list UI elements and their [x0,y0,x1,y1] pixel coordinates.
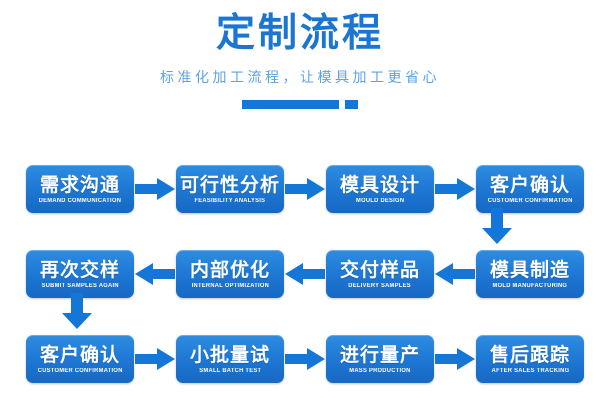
flow-step-mass-production[interactable]: 进行量产 MASS PRODUCTION [326,335,434,383]
arrow-right-icon [434,177,476,201]
flow-step-label-cn: 模具制造 [489,259,570,281]
flow-step-customer-confirmation-1[interactable]: 客户确认 CUSTOMER CONFIRMATION [476,165,584,213]
flow-step-label-en: CUSTOMER CONFIRMATION [37,368,123,375]
arrow-right-icon [284,347,326,371]
flow-step-label-en: MOULD DESIGN [355,198,405,205]
arrow-right-icon [434,347,476,371]
flow-row-3: 客户确认 CUSTOMER CONFIRMATION 小批量试 SMALL BA… [0,334,600,384]
arrow-left-icon [434,262,476,286]
flow-step-label-cn: 模具设计 [339,174,420,196]
flow-step-after-sales-tracking[interactable]: 售后跟踪 AFTER SALES TRACKING [476,335,584,383]
flow-step-label-en: DEMAND COMMUNICATION [38,198,122,205]
flow-step-customer-confirmation-2[interactable]: 客户确认 CUSTOMER CONFIRMATION [26,335,134,383]
page-title: 定制流程 [215,12,384,55]
header-divider [0,99,600,109]
flow-step-label-cn: 交付样品 [339,259,420,281]
process-flow-diagram: 需求沟通 DEMAND COMMUNICATION 可行性分析 FEASIBIL… [0,158,600,398]
divider-dot [345,99,358,109]
flow-step-demand-communication[interactable]: 需求沟通 DEMAND COMMUNICATION [26,165,134,213]
flow-step-delivery-samples[interactable]: 交付样品 DELIVERY SAMPLES [326,250,434,298]
arrow-right-icon [134,177,176,201]
flow-step-feasibility-analysis[interactable]: 可行性分析 FEASIBILITY ANALYSIS [176,165,284,213]
flow-step-label-en: INTERNAL OPTIMIZATION [191,283,269,290]
flow-step-label-cn: 客户确认 [39,344,120,366]
flow-step-label-cn: 进行量产 [339,344,420,366]
flow-step-label-cn: 需求沟通 [39,174,120,196]
arrow-down-icon [482,208,512,244]
flow-step-label-cn: 可行性分析 [179,174,280,196]
flow-step-label-en: DELIVERY SAMPLES [348,283,412,290]
flow-row-1: 需求沟通 DEMAND COMMUNICATION 可行性分析 FEASIBIL… [0,164,600,214]
flow-row-2: 再次交样 SUBMIT SAMPLES AGAIN 内部优化 INTERNAL … [0,249,600,299]
flow-step-label-en: AFTER SALES TRACKING [491,368,569,375]
flow-step-label-en: SUBMIT SAMPLES AGAIN [41,283,119,290]
flow-step-mould-design[interactable]: 模具设计 MOULD DESIGN [326,165,434,213]
page-header: 定制流程 标准化加工流程，让模具加工更省心 [0,0,600,109]
arrow-left-icon [134,262,176,286]
flow-step-label-cn: 再次交样 [39,259,120,281]
page-subtitle: 标准化加工流程，让模具加工更省心 [160,68,440,85]
flow-step-label-cn: 内部优化 [189,259,270,281]
arrow-right-icon [134,347,176,371]
flow-step-label-en: SMALL BATCH TEST [198,368,261,375]
flow-step-mold-manufacturing[interactable]: 模具制造 MOLD MANUFACTURING [476,250,584,298]
flow-step-label-en: MOLD MANUFACTURING [492,283,568,290]
flow-step-internal-optimization[interactable]: 内部优化 INTERNAL OPTIMIZATION [176,250,284,298]
flow-step-label-cn: 客户确认 [489,174,570,196]
flow-step-submit-samples-again[interactable]: 再次交样 SUBMIT SAMPLES AGAIN [26,250,134,298]
arrow-left-icon [284,262,326,286]
flow-step-label-cn: 小批量试 [189,344,270,366]
flow-step-label-cn: 售后跟踪 [489,344,570,366]
flow-step-label-en: CUSTOMER CONFIRMATION [487,198,573,205]
arrow-down-icon [62,293,92,329]
flow-step-small-batch-test[interactable]: 小批量试 SMALL BATCH TEST [176,335,284,383]
flow-step-label-en: FEASIBILITY ANALYSIS [194,198,266,205]
divider-bar [242,99,339,109]
flow-step-label-en: MASS PRODUCTION [349,368,411,375]
arrow-right-icon [284,177,326,201]
